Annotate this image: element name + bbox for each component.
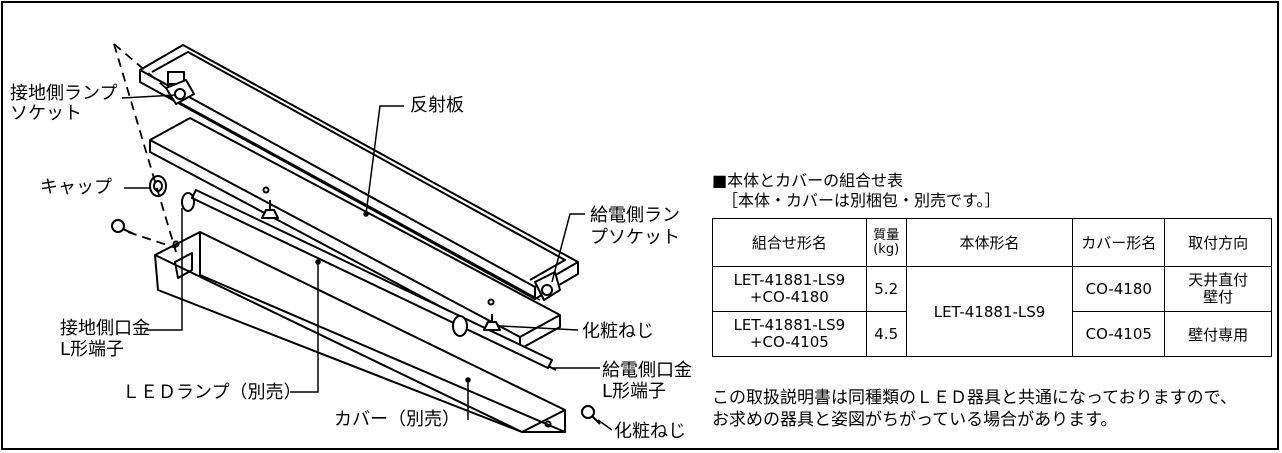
label-cosmetic-screw-2: 化粧ねじ: [614, 421, 686, 442]
label-ground-terminal: 接地側口金 L形端子: [60, 318, 150, 360]
label-ground-socket: 接地側ランプ ソケット: [10, 83, 118, 124]
label-feed-terminal: 給電側口金 L形端子: [602, 360, 692, 402]
screw-reflector: [261, 200, 279, 219]
cell-cover-model: CO-4180: [1072, 266, 1166, 312]
cover-part: [154, 231, 566, 433]
leader-reflector: [365, 105, 404, 215]
feed-socket-part: [534, 271, 561, 301]
cell-direction: 天井直付 壁付: [1164, 266, 1272, 312]
table-row: LET-41881-LS9 +CO-4105 4.5 CO-4105 壁付専用: [712, 311, 1272, 357]
ground-socket-part: [165, 79, 195, 105]
disclaimer-note: この取扱説明書は同種類のＬＥＤ器具と共通になっておりますので、 お求めの器具と姿…: [712, 388, 1237, 430]
cell-direction: 壁付専用: [1164, 311, 1272, 357]
led-lamp-part: [181, 189, 557, 371]
cell-body-model: LET-41881-LS9: [905, 266, 1074, 357]
screw-cosmetic-2: [581, 405, 601, 425]
combination-table: 組合せ形名 質量 (kg) 本体形名 カバー形名 取付方向 LET-41881-…: [712, 218, 1272, 357]
cell-mass: 5.2: [865, 266, 907, 312]
cell-cover-model: CO-4105: [1072, 311, 1166, 357]
screw-left: [111, 219, 135, 235]
label-cover: カバー（別売）: [334, 409, 460, 430]
leader-feed-socket: [551, 213, 585, 283]
label-reflector: 反射板: [410, 95, 464, 116]
leader-cosmetic-screw-2: [597, 419, 613, 431]
cell-mass: 4.5: [865, 311, 907, 357]
body-rail: [139, 44, 579, 301]
label-cosmetic-screw-1: 化粧ねじ: [582, 321, 654, 342]
label-led-lamp: ＬＥＤランプ（別売）: [122, 382, 302, 403]
header-combo-model: 組合せ形名: [712, 218, 867, 267]
table-header-row: 組合せ形名 質量 (kg) 本体形名 カバー形名 取付方向: [712, 218, 1272, 267]
header-cover-model: カバー形名: [1072, 218, 1166, 267]
table-row: LET-41881-LS9 +CO-4180 5.2 LET-41881-LS9…: [712, 266, 1272, 357]
header-direction: 取付方向: [1164, 218, 1272, 267]
leader-ground-terminal: [146, 208, 183, 331]
leader-led-lamp: [290, 262, 319, 393]
screw-cosmetic-1: [483, 314, 501, 331]
header-mass: 質量 (kg): [865, 218, 907, 267]
reflector-part: [149, 117, 561, 350]
label-feed-socket: 給電側ラン プソケット: [590, 205, 680, 248]
cell-combo-model: LET-41881-LS9 +CO-4105: [712, 311, 867, 357]
leader-cosmetic-screw-1: [499, 325, 579, 331]
label-cap: キャップ: [40, 177, 112, 198]
header-body-model: 本体形名: [905, 218, 1074, 267]
cell-combo-model: LET-41881-LS9 +CO-4180: [712, 266, 867, 312]
leader-ground-socket: [121, 94, 177, 99]
table-subtitle: ［本体・カバーは別梱包・別売です。］: [722, 191, 1001, 210]
table-title: ■本体とカバーの組合せ表: [712, 171, 904, 190]
